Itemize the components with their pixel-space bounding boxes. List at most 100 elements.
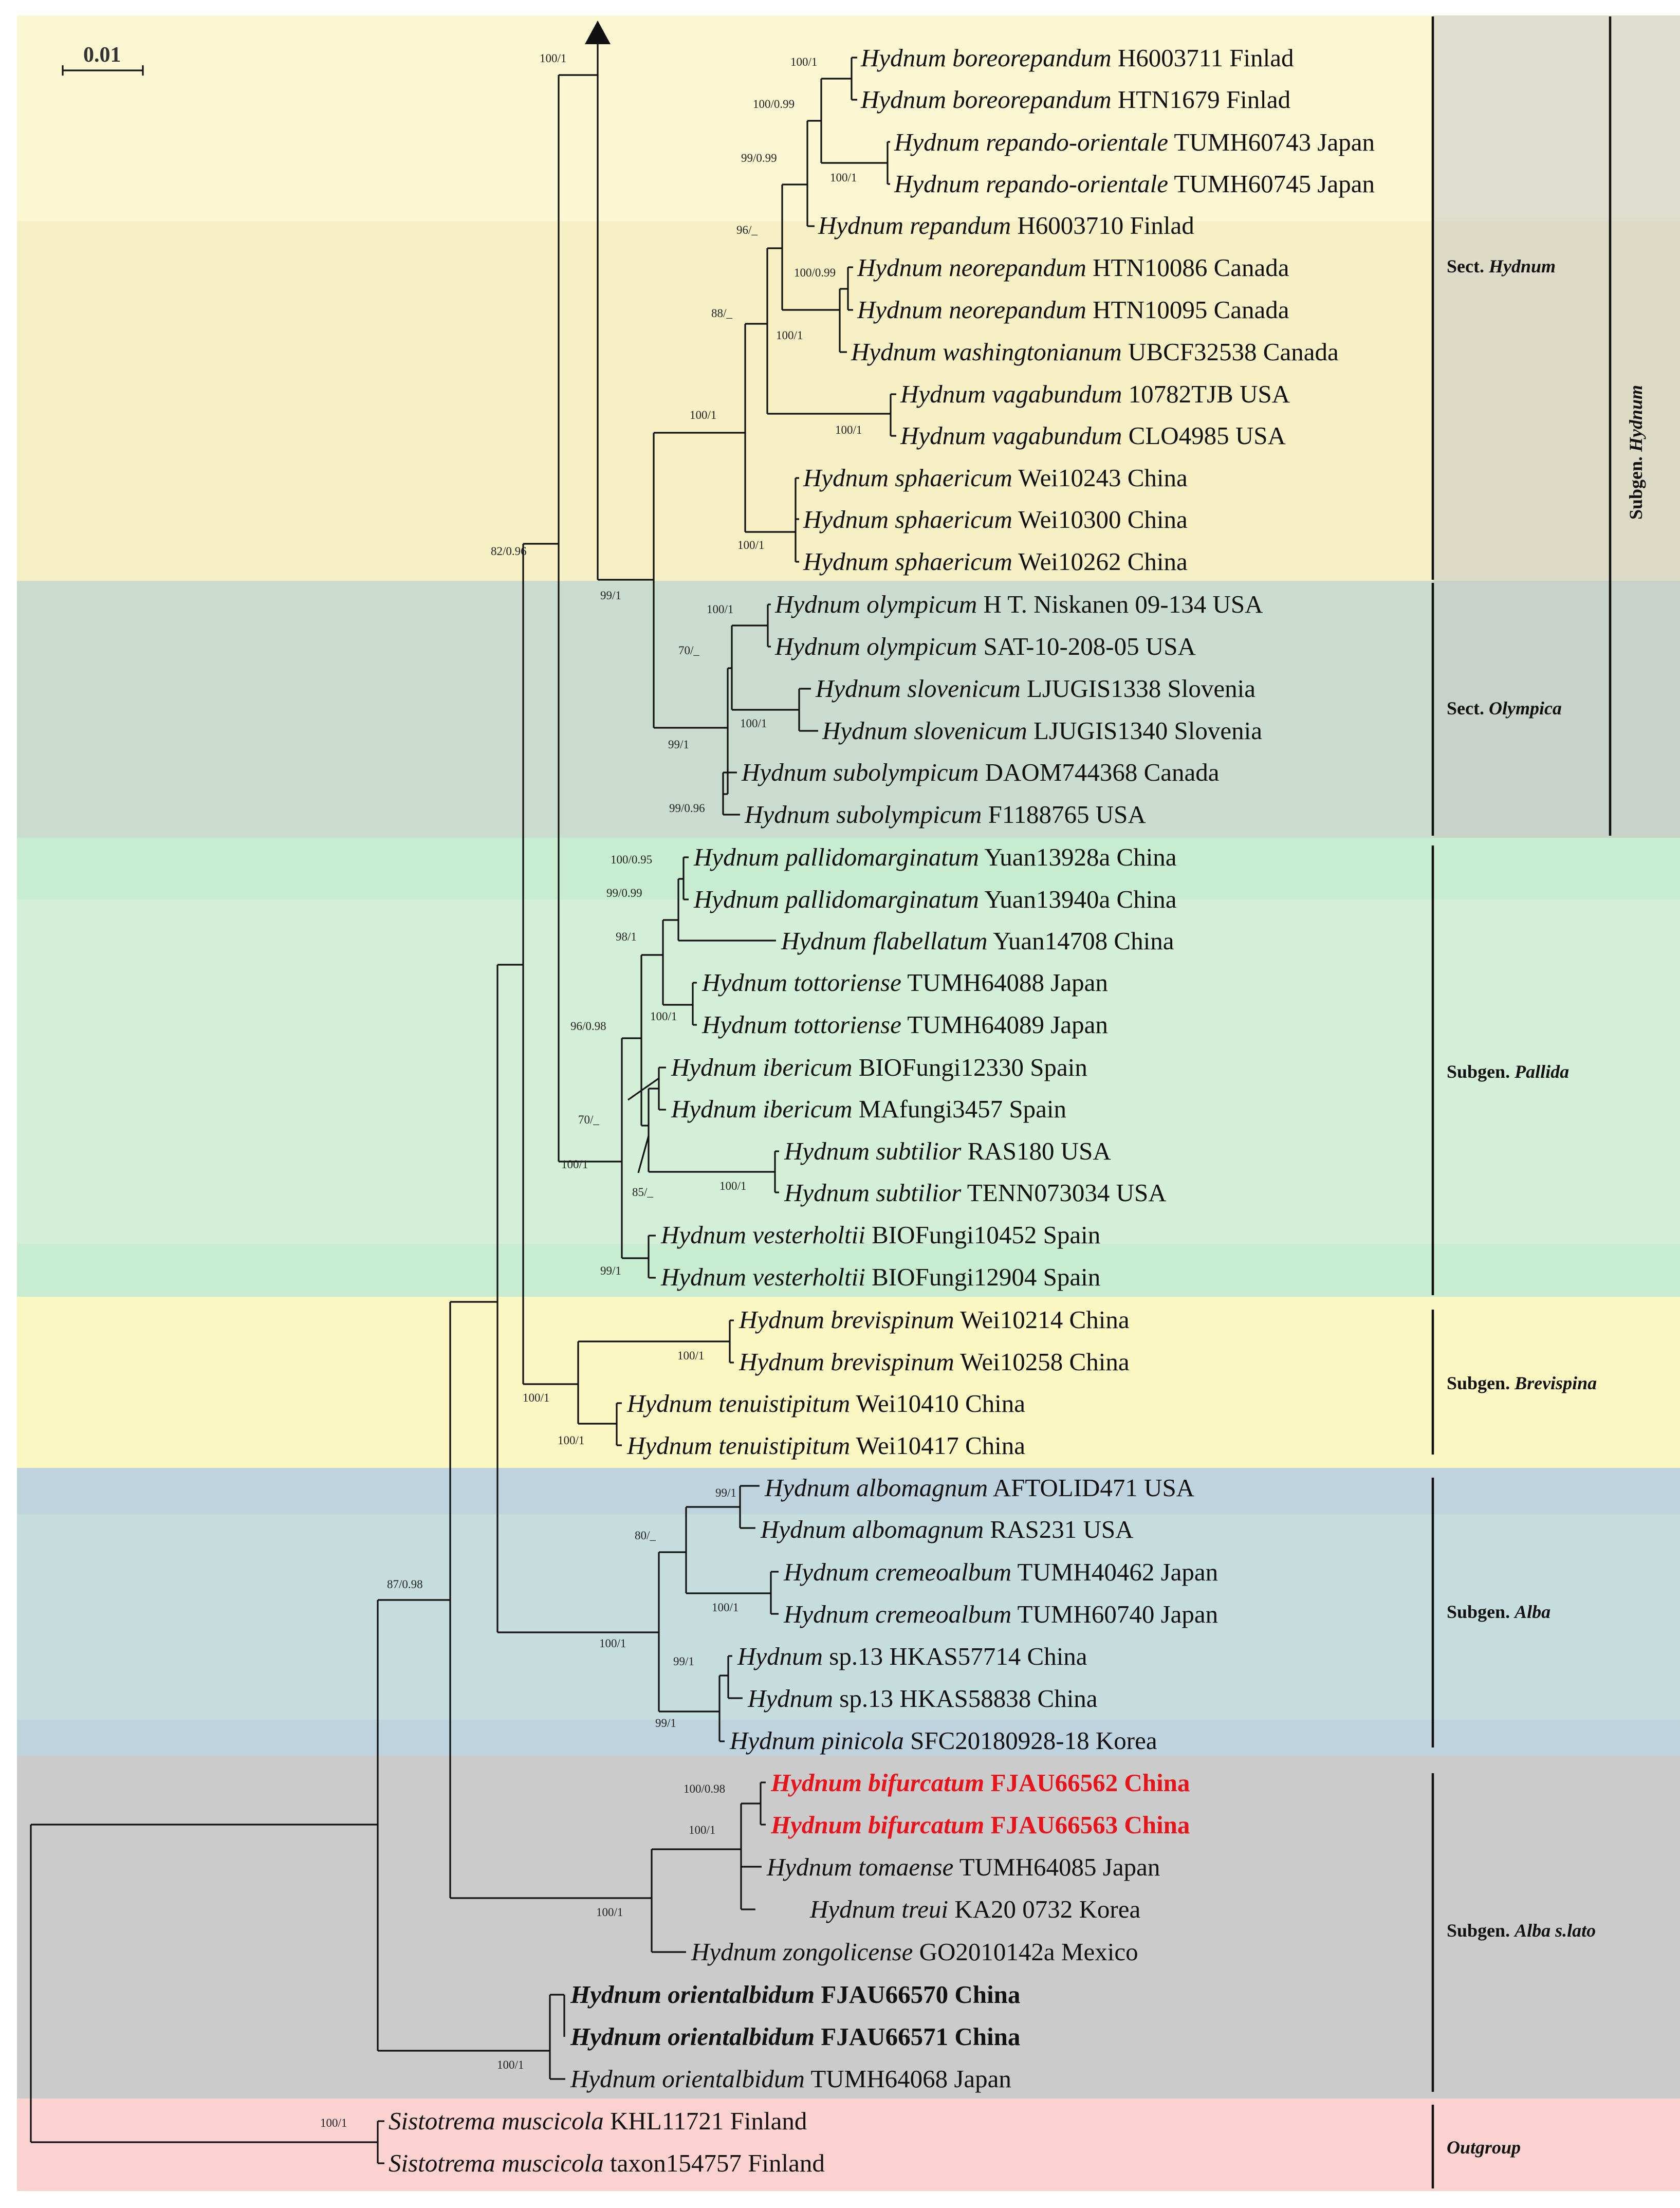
support-value: 100/1 [540, 52, 566, 65]
band-sect-hydnum-light [17, 15, 1680, 221]
taxon-label: Hydnum slovenicum LJUGIS1340 Slovenia [822, 716, 1262, 745]
taxon-label: Hydnum albomagnum AFTOLID471 USA [764, 1474, 1195, 1502]
taxon-label: Hydnum subolympicum F1188765 USA [744, 800, 1146, 829]
support-value: 100/1 [596, 1906, 623, 1919]
taxon-label: Hydnum flabellatum Yuan14708 China [781, 927, 1174, 955]
band-sect-olympica [17, 581, 1680, 838]
support-value: 100/1 [320, 2117, 347, 2129]
support-value: 100/1 [830, 171, 857, 184]
taxon-label: Hydnum vagabundum CLO4985 USA [900, 421, 1286, 450]
taxon-label: Hydnum sphaericum Wei10300 China [803, 505, 1188, 533]
band-subgen-pallida [17, 838, 1680, 1297]
support-value: 99/1 [655, 1717, 676, 1729]
support-value: 99/0.99 [606, 887, 642, 899]
group-labels: Sect. Hydnum Sect. Olympica Subgen. Hydn… [1431, 16, 1646, 2188]
taxon-label: Hydnum zongolicense GO2010142a Mexico [691, 1938, 1138, 1966]
taxon-label: Hydnum ibericum MAfungi3457 Spain [671, 1095, 1066, 1123]
support-value: 100/1 [737, 539, 764, 551]
support-value: 100/0.99 [794, 266, 836, 279]
support-value: 99/1 [668, 738, 689, 751]
taxon-labels: Hydnum boreorepandum H6003711 Finlad Hyd… [389, 44, 1375, 2177]
support-value: 100/1 [740, 717, 767, 730]
taxon-label: Sistotrema muscicola KHL11721 Finland [389, 2107, 807, 2135]
scale-bar-label: 0.01 [83, 43, 121, 67]
taxon-label: Hydnum orientalbidum TUMH64068 Japan [570, 2065, 1011, 2093]
taxon-label: Hydnum treui KA20 0732 Korea [809, 1895, 1140, 1923]
taxon-label: Hydnum tenuistipitum Wei10410 China [626, 1389, 1025, 1418]
support-value: 96/_ [736, 224, 758, 236]
taxon-label: Hydnum cremeoalbum TUMH60740 Japan [783, 1600, 1218, 1628]
taxon-label: Hydnum brevispinum Wei10214 China [739, 1305, 1130, 1334]
taxon-label: Hydnum boreorepandum H6003711 Finlad [860, 44, 1294, 72]
taxon-label: Hydnum vesterholtii BIOFungi12904 Spain [660, 1263, 1100, 1291]
clade-backgrounds [17, 15, 1680, 2191]
support-value: 100/1 [497, 2058, 524, 2071]
taxon-label: Hydnum pallidomarginatum Yuan13928a Chin… [693, 843, 1177, 871]
group-label-outgroup: Outgroup [1447, 2137, 1521, 2158]
taxon-label: Hydnum albomagnum RAS231 USA [760, 1515, 1134, 1543]
group-label-subgen-pallida: Subgen. Pallida [1447, 1061, 1569, 1082]
band-subgen-alba-dark2 [17, 1720, 1680, 1756]
support-value: 100/1 [677, 1349, 704, 1362]
taxon-label: Hydnum repando-orientale TUMH60743 Japan [894, 128, 1375, 156]
taxon-label: Hydnum vagabundum 10782TJB USA [900, 380, 1290, 408]
support-value: 82/0.96 [491, 545, 527, 558]
support-value: 99/1 [673, 1655, 694, 1668]
group-label-sect-olympica: Sect. Olympica [1447, 698, 1562, 719]
support-values: 100/1 100/1 100/0.99 99/0.99 100/1 96/_ … [320, 52, 862, 2129]
taxon-label: Hydnum brevispinum Wei10258 China [739, 1348, 1130, 1376]
group-label-subgen-alba: Subgen. Alba [1447, 1602, 1550, 1622]
taxon-label: Hydnum tottoriense TUMH64089 Japan [701, 1010, 1108, 1039]
support-value: 100/1 [523, 1391, 549, 1404]
support-value: 87/0.98 [387, 1578, 423, 1591]
taxon-label: Hydnum sphaericum Wei10243 China [803, 464, 1188, 492]
taxon-label: Hydnum vesterholtii BIOFungi10452 Spain [660, 1221, 1100, 1249]
taxon-label-bold: Hydnum orientalbidum FJAU66571 China [570, 2022, 1020, 2051]
taxon-label: Hydnum pallidomarginatum Yuan13940a Chin… [693, 885, 1177, 913]
taxon-label: Hydnum tenuistipitum Wei10417 China [626, 1431, 1025, 1460]
taxon-label-highlighted: Hydnum bifurcatum FJAU66563 China [770, 1811, 1190, 1839]
support-value: 100/1 [690, 409, 716, 421]
taxon-label: Sistotrema muscicola taxon154757 Finland [389, 2149, 825, 2177]
support-value: 99/0.96 [669, 802, 705, 815]
band-subgen-pallida-dark [17, 838, 1680, 899]
support-value: 70/_ [678, 644, 699, 657]
taxon-label-bold: Hydnum orientalbidum FJAU66570 China [570, 1980, 1020, 2009]
support-value: 100/1 [689, 1824, 715, 1836]
label-column [1433, 15, 1680, 838]
support-value: 99/0.99 [741, 152, 777, 164]
support-value: 100/1 [650, 1010, 677, 1023]
taxon-label: Hydnum tottoriense TUMH64088 Japan [701, 968, 1108, 997]
taxon-label: Hydnum repandum H6003710 Finlad [818, 211, 1194, 240]
group-label-sect-hydnum: Sect. Hydnum [1447, 256, 1556, 277]
taxon-label: Hydnum pinicola SFC20180928-18 Korea [729, 1726, 1157, 1755]
collapsed-clade-triangle [585, 21, 611, 44]
support-value: 99/1 [600, 589, 621, 602]
support-value: 100/1 [707, 603, 733, 616]
taxon-label: Hydnum boreorepandum HTN1679 Finlad [860, 85, 1290, 114]
taxon-label: Hydnum ibericum BIOFungi12330 Spain [671, 1053, 1087, 1081]
taxon-label: Hydnum sphaericum Wei10262 China [803, 547, 1188, 576]
support-value: 99/1 [600, 1264, 621, 1277]
support-value: 100/1 [712, 1601, 739, 1614]
support-value: 100/1 [776, 329, 803, 342]
tree-branches [30, 21, 896, 2164]
band-subgen-alba [17, 1468, 1680, 1756]
taxon-label: Hydnum subolympicum DAOM744368 Canada [741, 758, 1220, 786]
scale-bar: 0.01 [62, 43, 144, 76]
taxon-label: Hydnum slovenicum LJUGIS1338 Slovenia [815, 674, 1256, 703]
taxon-label: Hydnum washingtonianum UBCF32538 Canada [851, 338, 1339, 366]
band-subgen-pallida-dark2 [17, 1244, 1680, 1297]
support-value: 100/1 [558, 1434, 584, 1447]
support-value: 100/1 [719, 1180, 746, 1192]
taxon-label: Hydnum sp.13 HKAS58838 China [747, 1684, 1098, 1713]
support-value: 100/0.99 [753, 98, 795, 111]
taxon-label: Hydnum olympicum SAT-10-208-05 USA [774, 632, 1196, 660]
support-value: 80/_ [635, 1529, 656, 1542]
taxon-label: Hydnum sp.13 HKAS57714 China [737, 1642, 1087, 1670]
support-value: 100/0.95 [611, 853, 652, 866]
band-subgen-alba-slato [17, 1756, 1680, 2099]
support-value: 100/1 [599, 1637, 626, 1650]
taxon-label: Hydnum olympicum H T. Niskanen 09-134 US… [774, 590, 1263, 618]
